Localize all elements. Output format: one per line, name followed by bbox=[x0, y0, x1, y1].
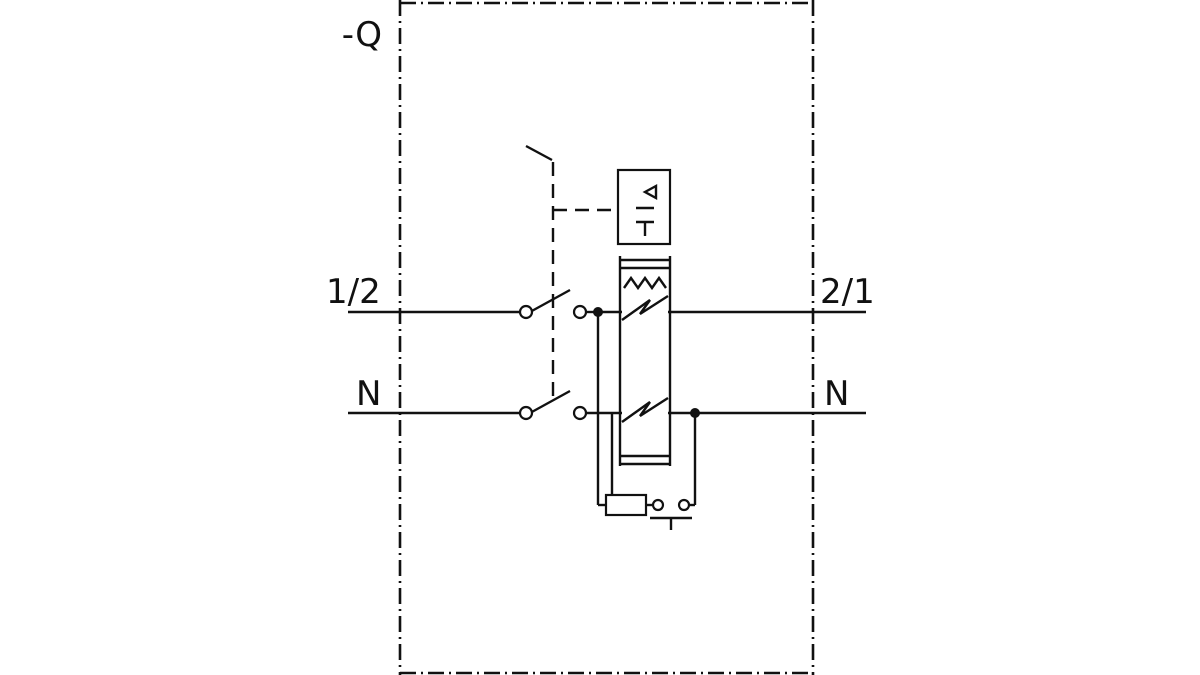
switch-contact-neutral bbox=[518, 389, 588, 421]
terminal-label-bottom-right: N bbox=[824, 374, 849, 414]
device-label: -Q bbox=[342, 15, 382, 55]
mechanical-linkage bbox=[525, 144, 620, 400]
test-button bbox=[650, 516, 692, 530]
trip-unit bbox=[616, 168, 672, 246]
thermal-element bbox=[618, 256, 672, 466]
test-resistor bbox=[604, 493, 648, 517]
terminal-label-top-right: 2/1 bbox=[820, 272, 875, 312]
enclosure-frame bbox=[398, 0, 815, 675]
terminal-label-bottom-left: N bbox=[356, 374, 381, 414]
switch-contact-phase bbox=[518, 288, 588, 320]
test-circuit bbox=[596, 312, 697, 530]
junction-phase bbox=[593, 307, 603, 317]
terminal-label-top-left: 1/2 bbox=[326, 272, 381, 312]
junction-neutral bbox=[690, 408, 700, 418]
